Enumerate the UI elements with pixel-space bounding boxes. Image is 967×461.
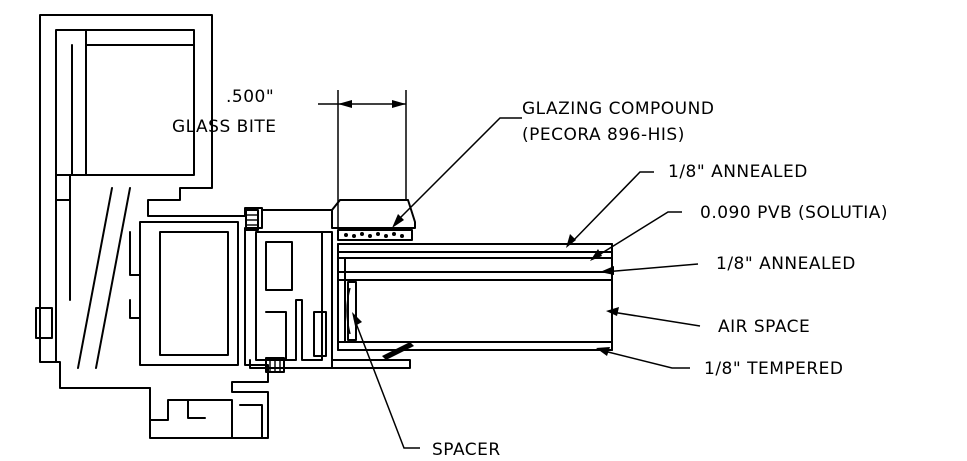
- callout-tempered-lite: 1/8" TEMPERED: [704, 359, 844, 379]
- dimension-value: .500": [226, 87, 274, 107]
- callout-outer-lite: 1/8" ANNEALED: [668, 162, 808, 182]
- frame-extrusion: [35, 14, 269, 439]
- callout-glazing-compound: GLAZING COMPOUND: [522, 99, 714, 119]
- callout-interlayer: 0.090 PVB (SOLUTIA): [700, 203, 888, 223]
- glazing-stop: [245, 199, 416, 373]
- callout-spacer: SPACER: [432, 440, 501, 460]
- insulating-glass-unit: [337, 243, 613, 360]
- gasket-top: [245, 209, 259, 231]
- dimension-label: GLASS BITE: [172, 117, 276, 137]
- setting-wedge: [382, 342, 414, 360]
- glass-bite-dimension: [318, 90, 407, 228]
- glazing-compound-bead: [337, 229, 413, 241]
- callout-air-space: AIR SPACE: [718, 317, 810, 337]
- callout-inner-laminated-lite: 1/8" ANNEALED: [716, 254, 856, 274]
- gasket-bottom: [265, 357, 285, 373]
- callout-leaders: [352, 117, 701, 449]
- callout-glazing-compound-product: (PECORA 896-HIS): [522, 125, 685, 145]
